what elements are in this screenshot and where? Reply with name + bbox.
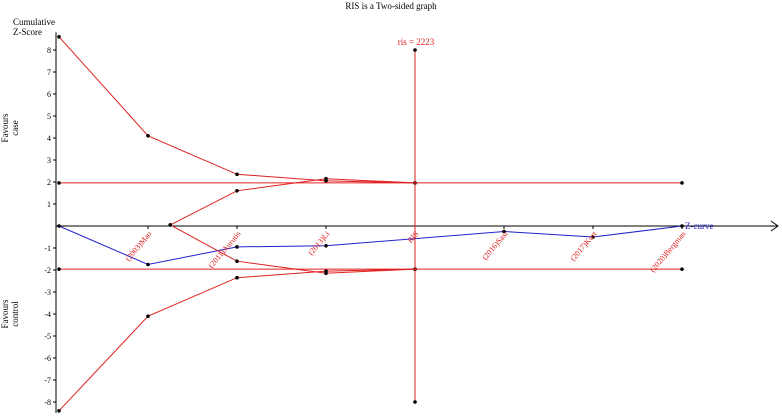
series-inner_lower: [170, 224, 416, 274]
data-point-inner_lower: [168, 223, 173, 227]
data-point-zcurve: [324, 244, 328, 248]
y-tick-label: -2: [44, 266, 51, 275]
x-axis-label: RIS: [406, 230, 421, 245]
x-axis-label: (2013)Li: [306, 229, 332, 257]
chart-title: RIS is a Two-sided graph: [345, 1, 437, 11]
data-point-inner_lower: [324, 271, 328, 276]
data-point-conventional_upper: [57, 181, 61, 185]
data-point-inner_upper: [324, 176, 328, 181]
series-layer: [57, 35, 684, 413]
y-tick-label: -8: [44, 398, 51, 407]
x-axis-arrow: [770, 220, 779, 232]
series-upper_boundary: [58, 36, 416, 184]
data-point-upper_boundary: [146, 134, 150, 138]
x-axis: [56, 220, 779, 232]
y-tick-label: 5: [47, 112, 51, 121]
x-axis-label: (2011)Aurutis: [207, 230, 243, 270]
data-point-upper_boundary: [57, 35, 61, 39]
y-tick-label: 6: [47, 90, 51, 99]
zcurve-label: Z-curve: [685, 221, 713, 231]
data-point-zcurve: [680, 224, 684, 228]
data-point-ris_line: [413, 48, 417, 52]
data-point-lower_boundary: [57, 409, 61, 413]
data-point-zcurve: [502, 229, 506, 234]
y-tick-label: 8: [47, 46, 51, 55]
y-tick-label: 7: [47, 68, 51, 77]
data-point-conventional_upper: [680, 181, 684, 185]
y-tick-label: 4: [47, 134, 51, 143]
y-tick-label: -3: [44, 288, 51, 297]
y-tick-label: 1: [47, 200, 51, 209]
x-axis-label: (2003)Mao: [123, 230, 153, 263]
y-tick-label: -6: [44, 354, 51, 363]
ris-label: ris = 2223: [398, 37, 435, 47]
x-axis-label: (2020)Bergman: [648, 230, 687, 274]
data-point-zcurve: [146, 262, 150, 267]
data-point-zcurve: [591, 235, 595, 239]
data-point-lower_boundary: [235, 275, 239, 280]
favours-control-label: Favourscontrol: [0, 299, 20, 328]
y-tick-label: -7: [44, 376, 51, 385]
data-point-inner_upper: [235, 189, 239, 193]
data-point-inner_lower: [235, 259, 239, 264]
favours-case-label: Favourscase: [0, 113, 20, 142]
y-tick-label: -4: [44, 310, 51, 319]
data-point-conventional_lower: [680, 267, 684, 271]
x-axis-label: (2017)Kurt: [568, 229, 599, 263]
y-tick-label: 3: [47, 156, 51, 165]
y-axis: -8 -7 -6 -5 -4 -3 -2 -1 1 2 3 4 5 6 7 8: [44, 32, 57, 413]
series-inner_upper: [170, 178, 416, 226]
y-tick-label: -1: [44, 244, 51, 253]
data-point-lower_boundary: [146, 314, 150, 319]
series-lower_boundary: [58, 268, 416, 412]
x-axis-label: (2016)Sasi: [480, 229, 510, 262]
data-point-upper_boundary: [235, 172, 239, 177]
data-point-conventional_lower: [57, 267, 61, 271]
data-point-zcurve: [235, 245, 239, 249]
data-point-zcurve: [57, 224, 61, 228]
data-point-ris_line: [413, 400, 417, 404]
y-tick-label: 2: [47, 178, 51, 187]
y-tick-label: -5: [44, 332, 51, 341]
